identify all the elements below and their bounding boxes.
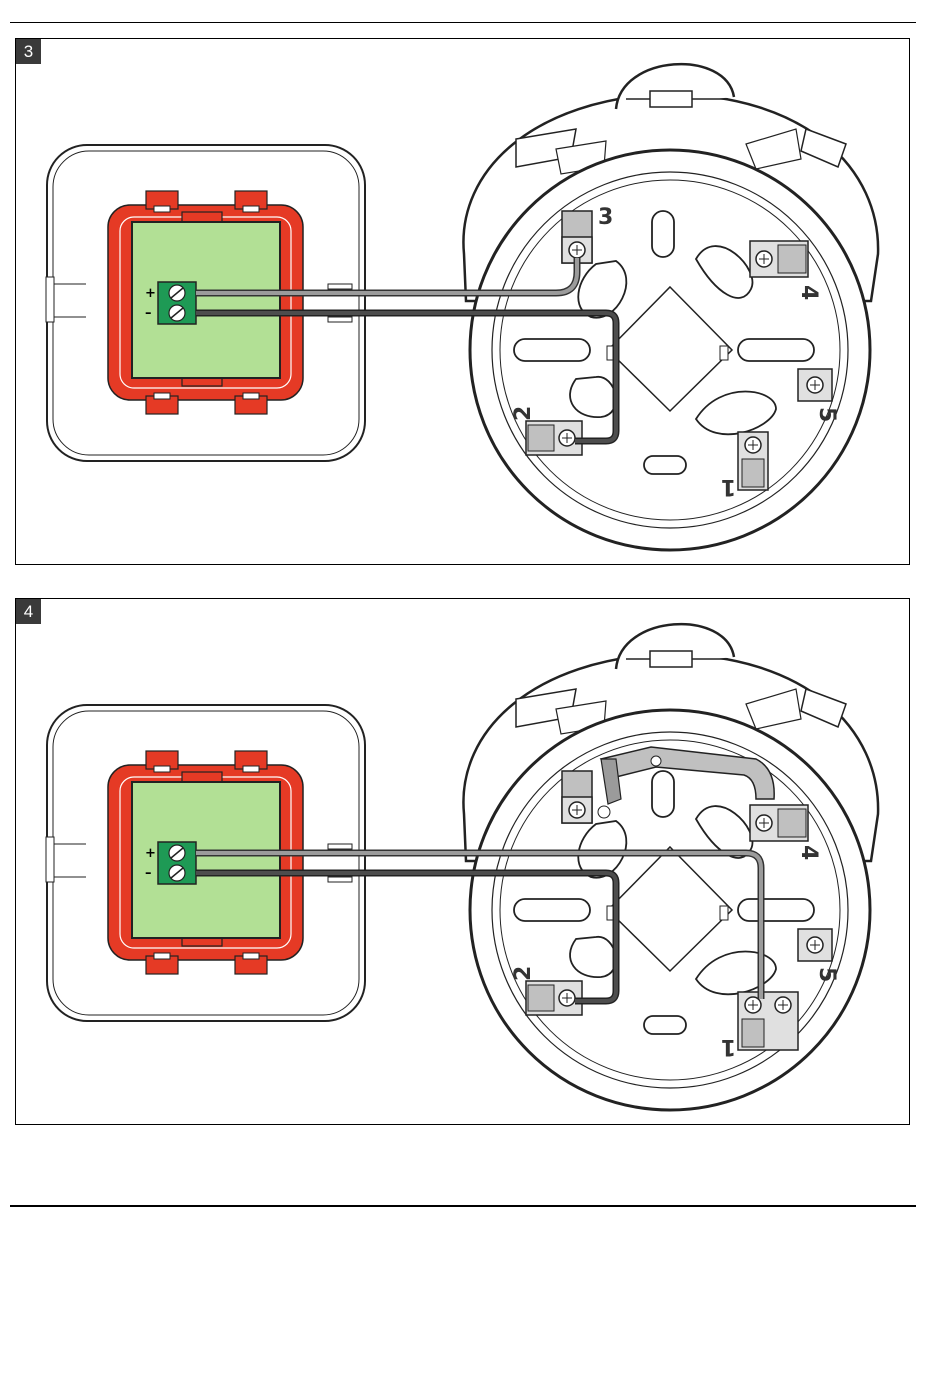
svg-text:5: 5: [814, 967, 839, 982]
top-rule: [10, 22, 916, 23]
detector-base: [463, 624, 878, 1110]
screw-icon: [598, 806, 610, 818]
svg-text:2: 2: [511, 406, 536, 421]
wiring-diagram: 4 5 2 1: [16, 599, 911, 1126]
svg-text:4: 4: [796, 845, 821, 860]
module-housing: + –: [46, 705, 365, 1021]
svg-text:5: 5: [814, 407, 839, 422]
svg-text:+: +: [145, 286, 156, 301]
svg-text:4: 4: [796, 285, 821, 300]
wiring-diagram: 3 4 5 2 1: [16, 39, 911, 566]
figure-3: 3: [15, 38, 910, 565]
svg-text:1: 1: [721, 1034, 736, 1059]
svg-text:1: 1: [721, 474, 736, 499]
svg-text:+: +: [145, 846, 156, 861]
screw-icon: [651, 756, 661, 766]
bottom-rule: [10, 1205, 916, 1207]
svg-text:–: –: [145, 306, 152, 321]
terminal-3: [562, 771, 592, 823]
svg-text:2: 2: [511, 966, 536, 981]
svg-text:–: –: [145, 866, 152, 881]
figure-4: 4: [15, 598, 910, 1125]
module-housing: + –: [46, 145, 365, 461]
svg-text:3: 3: [598, 205, 613, 230]
detector-base: [463, 64, 878, 550]
